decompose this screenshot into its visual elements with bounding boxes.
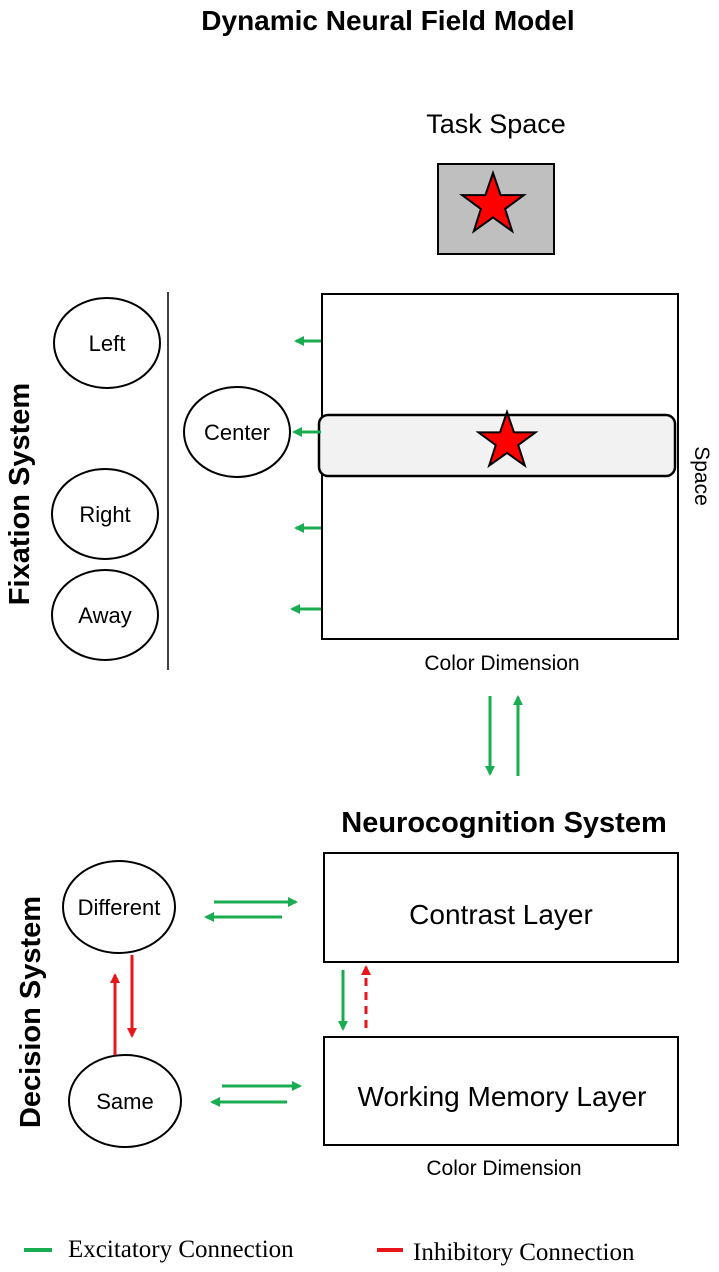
fixation-node-away xyxy=(51,569,159,661)
decision-node-same-label: Same xyxy=(96,1089,153,1114)
fixation-system-label: Fixation System xyxy=(4,383,36,605)
legend-inhibitory-label: Inhibitory Connection xyxy=(413,1239,635,1266)
decision-node-same xyxy=(68,1054,182,1148)
contrast-layer-box xyxy=(323,852,679,963)
fixation-node-center-label: Center xyxy=(204,420,270,445)
fixation-node-center xyxy=(183,386,291,478)
fixation-node-right xyxy=(51,468,159,560)
task-space-label: Task Space xyxy=(426,109,566,139)
legend-excitatory-label: Excitatory Connection xyxy=(68,1236,294,1263)
working-memory-layer-label: Working Memory Layer xyxy=(358,1081,647,1112)
decision-node-different xyxy=(62,860,176,954)
neurocognition-system-label: Neurocognition System xyxy=(341,807,667,839)
decision-node-different-label: Different xyxy=(78,895,161,920)
contrast-layer-label: Contrast Layer xyxy=(409,899,593,930)
working-memory-layer-box xyxy=(323,1036,679,1146)
field-star-icon xyxy=(475,408,539,469)
task-star-icon xyxy=(459,169,527,234)
wm-color-dimension-label: Color Dimension xyxy=(426,1157,581,1180)
fixation-node-away-label: Away xyxy=(78,603,131,628)
fixation-node-right-label: Right xyxy=(79,502,130,527)
decision-system-label: Decision System xyxy=(15,896,47,1128)
fixation-node-left-label: Left xyxy=(89,331,126,356)
page-title: Dynamic Neural Field Model xyxy=(201,5,574,36)
fixation-node-left xyxy=(53,297,161,389)
space-axis-label: Space xyxy=(690,446,713,506)
field-color-dimension-label: Color Dimension xyxy=(424,652,579,675)
